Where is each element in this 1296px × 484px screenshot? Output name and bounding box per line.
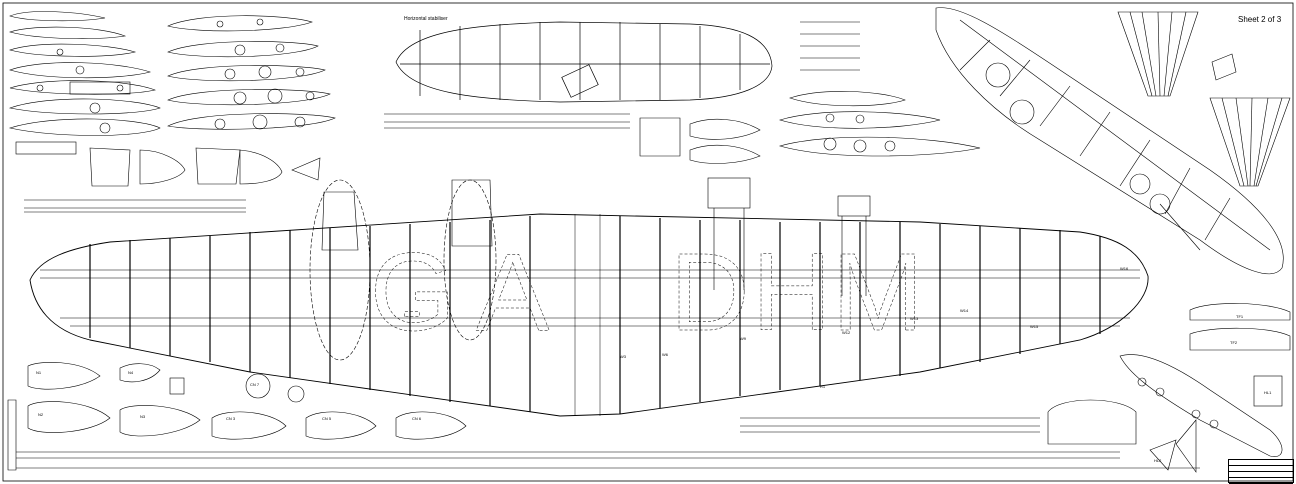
reg-letter-3: A <box>476 231 550 354</box>
nacelle-rib-labels: N1 N2 N3 N4 CN 3 CN 5 CN 6 CN 7 <box>36 370 422 421</box>
station-label: W9 <box>740 336 747 341</box>
former-pieces <box>15 141 321 213</box>
part-label: TF2 <box>1230 340 1238 345</box>
reg-letter-4: D <box>670 231 749 354</box>
tail-parts <box>384 21 981 164</box>
registration-letters: G - A D H M <box>370 231 924 355</box>
nacelle-ribs <box>27 362 467 440</box>
part-label: N1 <box>36 370 42 375</box>
strip-parts <box>7 399 1200 471</box>
station-label: W12 <box>842 330 851 335</box>
station-label: W15 <box>1030 324 1039 329</box>
title-block-row <box>1229 466 1293 473</box>
sheet-number: Sheet 2 of 3 <box>1238 15 1282 24</box>
title-block-row <box>1229 478 1293 484</box>
stabiliser-title: Horizontal stabiliser <box>404 16 448 22</box>
wing-perspective-view <box>935 7 1284 275</box>
wing-station-labels: W3 W6 W9 W12 W13 W14 W15 W16 R1 <box>620 266 1129 389</box>
rib-tag: R1 <box>820 384 826 389</box>
engine-nacelles <box>309 177 871 361</box>
title-block <box>1228 459 1294 484</box>
part-label: N2 <box>38 412 44 417</box>
small-wing-view <box>1047 303 1291 473</box>
reg-letter-6: M <box>832 231 924 354</box>
reg-letter-2: - <box>402 276 422 343</box>
main-wing-plan <box>29 213 1149 417</box>
part-label: TF1 <box>1236 314 1244 319</box>
title-block-row <box>1229 472 1293 479</box>
reg-letter-5: H <box>752 231 831 354</box>
part-label: CN 7 <box>250 382 260 387</box>
reg-letter-1: G <box>370 231 456 354</box>
part-label: N3 <box>140 414 146 419</box>
part-label: CN 6 <box>412 416 422 421</box>
part-label: CN 3 <box>226 416 236 421</box>
part-label: HL2 <box>1154 458 1162 463</box>
station-label: W14 <box>960 308 969 313</box>
wing-rib-profiles <box>8 11 161 136</box>
part-label: HL1 <box>1264 390 1272 395</box>
station-label: W16 <box>1120 266 1129 271</box>
station-label: W6 <box>662 352 669 357</box>
fin-tip-labels: TF1 TF2 HL1 HL2 <box>1154 314 1272 463</box>
station-label: W13 <box>910 316 919 321</box>
large-rib-profiles <box>167 15 336 130</box>
fan-templates <box>1117 11 1291 187</box>
part-label: N4 <box>128 370 134 375</box>
horizontal-stabiliser: Horizontal stabiliser <box>395 16 773 103</box>
title-block-row <box>1229 460 1293 467</box>
station-label: W3 <box>620 354 627 359</box>
part-label: CN 5 <box>322 416 332 421</box>
